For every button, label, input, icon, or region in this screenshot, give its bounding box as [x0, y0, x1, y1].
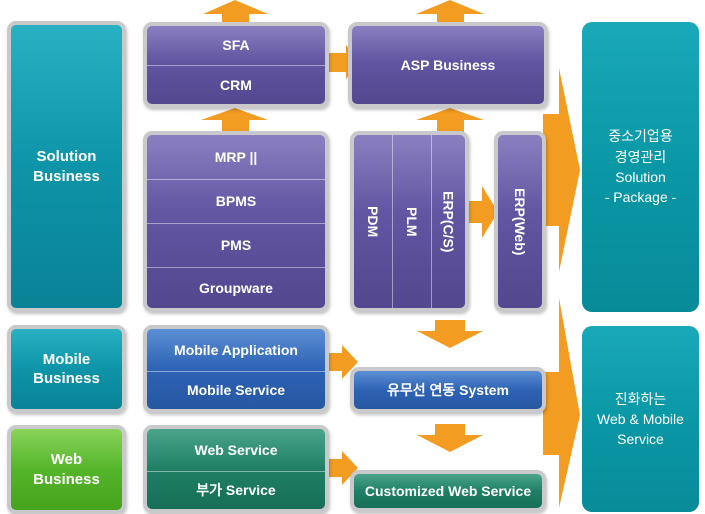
pdm-plm-erp-box: PDM PLM ERP(C/S) — [350, 131, 469, 312]
web-service-label: Web Service — [194, 441, 278, 458]
sfa-crm-box: SFA CRM — [143, 22, 329, 108]
big-arrow-service — [543, 298, 580, 508]
mid-divider-1 — [147, 179, 325, 180]
arrow-right-web — [342, 451, 358, 485]
crm-label: CRM — [220, 76, 252, 93]
solution-business-label: Solution Business — [33, 148, 100, 185]
mobile-application-label: Mobile Application — [174, 341, 298, 358]
pdm-column: PDM — [354, 135, 392, 308]
addon-service-label: 부가 Service — [196, 482, 276, 499]
arrow-right-crm-stem — [328, 53, 348, 72]
arrow-up-mid-left — [201, 108, 268, 120]
web-divider — [147, 471, 325, 472]
plm-label: PLM — [404, 206, 420, 237]
mrp-label: MRP || — [214, 148, 258, 165]
arrow-right-mobile — [342, 345, 358, 379]
plm-column: PLM — [393, 135, 431, 308]
mobile-business-box: Mobile Business — [7, 325, 126, 413]
arrow-down-1-stem — [435, 320, 465, 332]
big-arrow-solution — [543, 68, 580, 272]
solution-package-box: 중소기업용 경영관리 Solution - Package - — [582, 22, 699, 312]
solution-package-label: 중소기업용 경영관리 Solution - Package - — [604, 128, 677, 206]
mid-divider-2 — [147, 223, 325, 224]
groupware-label: Groupware — [199, 279, 273, 296]
arrow-up-mid-right-stem — [437, 119, 464, 134]
arrow-down-1 — [417, 331, 483, 348]
vertical-divider-1 — [392, 135, 393, 308]
evolving-service-box: 진화하는 Web & Mobile Service — [582, 326, 699, 512]
arrow-right-mobile-stem — [328, 353, 344, 371]
wired-wireless-label: 유무선 연동 System — [387, 381, 509, 398]
solution-business-box: Solution Business — [7, 21, 126, 312]
erp-cs-column: ERP(C/S) — [432, 135, 465, 308]
mobile-service-label: Mobile Service — [186, 382, 286, 399]
arrow-up-mid-left-stem — [222, 119, 249, 134]
arrow-right-erp-stem — [468, 201, 484, 223]
wired-wireless-box: 유무선 연동 System — [350, 367, 546, 413]
sfa-label: SFA — [222, 37, 250, 54]
mobile-business-label: Mobile Business — [33, 350, 100, 388]
web-business-label: Web Business — [33, 451, 100, 488]
erp-cs-label: ERP(C/S) — [440, 190, 457, 253]
mobile-divider — [147, 371, 325, 372]
sfa-crm-divider — [147, 65, 325, 66]
erp-web-box: ERP(Web) — [494, 131, 546, 312]
arrow-up-asp — [416, 0, 484, 14]
bpms-label: BPMS — [215, 193, 257, 210]
pms-label: PMS — [220, 237, 252, 254]
asp-business-box: ASP Business — [348, 22, 548, 108]
arrow-right-erp — [482, 186, 498, 238]
arrow-up-sfa — [203, 0, 268, 14]
mobile-stack-box: Mobile Application Mobile Service — [143, 325, 329, 413]
arrow-up-mid-right — [416, 108, 484, 120]
customized-web-service-box: Customized Web Service — [350, 470, 546, 512]
erp-web-column: ERP(Web) — [498, 135, 542, 308]
customized-web-service-label: Customized Web Service — [364, 482, 532, 499]
asp-business-label: ASP Business — [400, 56, 496, 73]
web-business-box: Web Business — [7, 425, 126, 514]
mid-divider-3 — [147, 267, 325, 268]
arrow-down-2 — [417, 435, 483, 452]
erp-web-label: ERP(Web) — [512, 187, 528, 256]
web-stack-box: Web Service 부가 Service — [143, 425, 329, 513]
arrow-right-web-stem — [328, 459, 344, 477]
vertical-divider-2 — [431, 135, 432, 308]
core-solutions-box: MRP || BPMS PMS Groupware — [143, 131, 329, 312]
pdm-label: PDM — [365, 205, 381, 238]
arrow-down-2-stem — [435, 424, 465, 436]
evolving-service-label: 진화하는 Web & Mobile Service — [597, 390, 684, 448]
